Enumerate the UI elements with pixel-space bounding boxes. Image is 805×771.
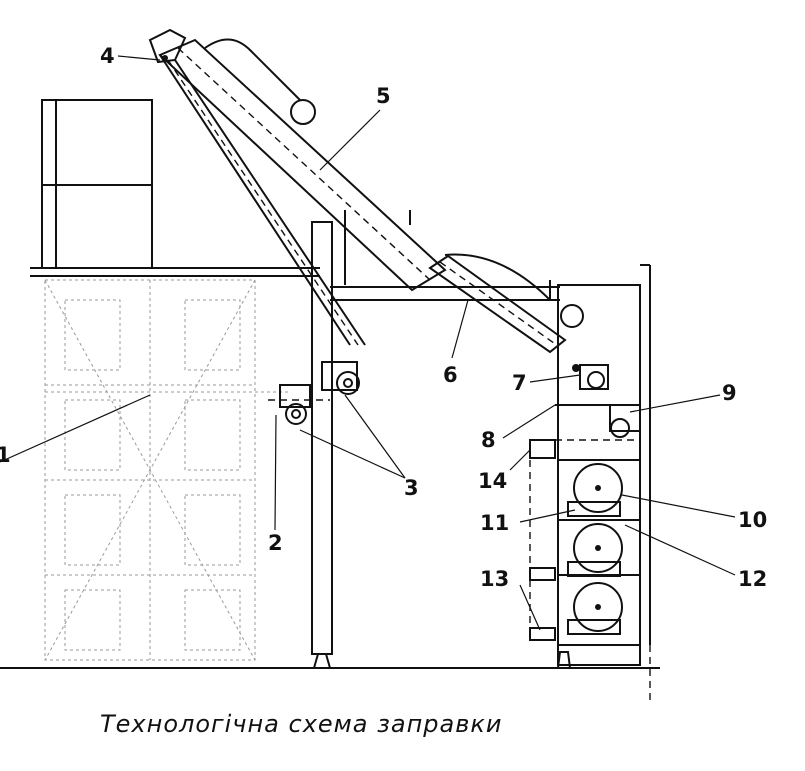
label-6: 6 [443, 363, 458, 387]
drying-drums [573, 463, 623, 632]
label-11: 11 [480, 511, 509, 535]
unit-9 [555, 404, 641, 441]
left-column [311, 221, 333, 669]
rollers-11 [567, 501, 621, 635]
label-8: 8 [481, 428, 496, 452]
head-unit-4 [148, 28, 187, 64]
label-1: 1 [0, 443, 11, 467]
label-7: 7 [512, 371, 527, 395]
upper-beam [330, 286, 560, 301]
label-10: 10 [738, 508, 767, 532]
upper-platform-frame [30, 99, 320, 277]
inclined-conveyor [158, 38, 447, 346]
label-4: 4 [100, 44, 115, 68]
creel-dashed [44, 279, 290, 661]
label-5: 5 [376, 84, 391, 108]
label-2: 2 [268, 531, 283, 555]
unit-7 [572, 364, 609, 390]
leader-lines [0, 55, 736, 631]
label-9: 9 [722, 381, 737, 405]
roller-assembly-3 [268, 361, 360, 425]
label-13: 13 [480, 567, 509, 591]
label-12: 12 [738, 567, 767, 591]
side-units-13-14 [529, 439, 556, 641]
label-3: 3 [404, 476, 419, 500]
lower-belt-section [428, 253, 584, 354]
label-14: 14 [478, 469, 507, 493]
diagram-caption: Технологічна схема заправки [100, 710, 502, 738]
